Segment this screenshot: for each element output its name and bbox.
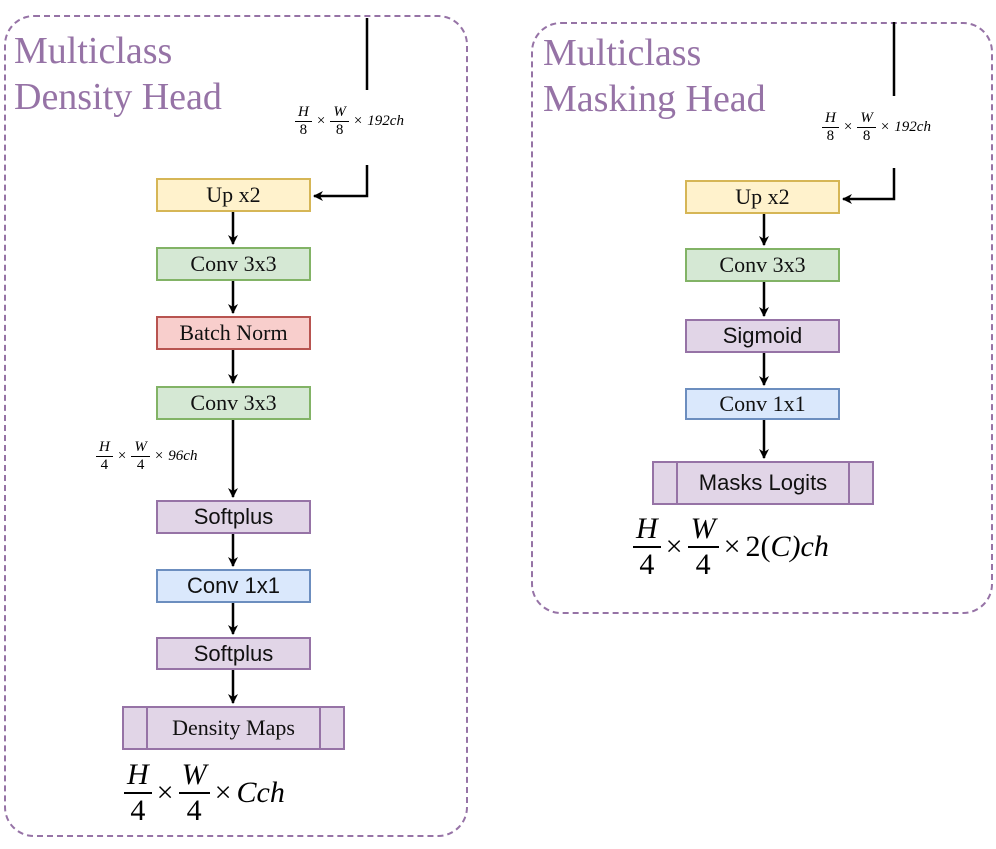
density-up-x2-block: Up x2 xyxy=(156,178,311,212)
density-head-panel xyxy=(4,15,468,837)
density-batch-norm-block: Batch Norm xyxy=(156,316,311,350)
masking-sigmoid-block: Sigmoid xyxy=(685,319,840,353)
density-head-title: Multiclass Density Head xyxy=(14,30,222,118)
density-conv3x3-block-2: Conv 3x3 xyxy=(156,386,311,420)
density-maps-label: Density Maps xyxy=(172,715,295,740)
masking-up-x2-block: Up x2 xyxy=(685,180,840,214)
density-conv1x1-block: Conv 1x1 xyxy=(156,569,311,603)
masking-head-panel xyxy=(531,22,993,614)
masks-logits-output-block: Masks Logits xyxy=(652,461,874,505)
density-softplus-block-1: Softplus xyxy=(156,500,311,534)
masks-logits-label: Masks Logits xyxy=(698,470,828,495)
masking-conv3x3-block: Conv 3x3 xyxy=(685,248,840,282)
density-conv3x3-block-1: Conv 3x3 xyxy=(156,247,311,281)
masking-conv1x1-block: Conv 1x1 xyxy=(685,388,840,420)
masking-head-title: Multiclass Masking Head xyxy=(543,32,766,120)
density-maps-output-block: Density Maps xyxy=(122,706,345,750)
density-softplus-block-2: Softplus xyxy=(156,637,311,670)
